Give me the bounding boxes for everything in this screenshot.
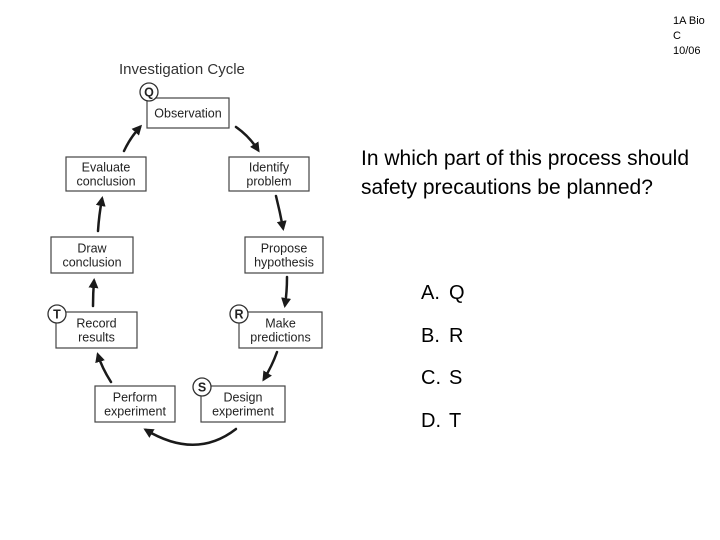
arrow-propose-to-predictions [281,275,292,308]
step-label-design-experiment-line-2: experiment [212,405,274,419]
arrow-perform-to-record [95,352,113,384]
step-box-border [55,311,138,349]
marker-s: S [192,377,212,397]
step-label-observation-line-1: Observation [154,107,221,121]
answer-options: A. Q B. R C. S D. T [421,279,465,449]
step-label-record-results-line-1: Record [76,317,116,331]
step-label-record-results-line-2: results [78,331,115,345]
arrow-predictions-to-design [262,350,279,382]
diagram-title: Investigation Cycle [119,61,245,78]
step-label-draw-conclusion-line-1: Draw [77,242,107,256]
option-b-letter: B. [421,324,440,347]
arrow-draw-to-evaluate [95,196,106,233]
step-label-identify-problem-line-1: Identify [249,161,290,175]
marker-circle [229,304,249,324]
step-box-border [65,156,147,192]
option-d-text: T [449,409,462,432]
marker-letter-t: T [53,308,61,322]
step-box-border [244,236,324,274]
step-label-make-predictions-line-2: predictions [250,331,310,345]
step-box-border [228,156,310,192]
option-b-text: R [449,324,464,347]
option-d[interactable]: D. T [421,407,465,435]
marker-t: T [47,304,67,324]
step-label-evaluate-conclusion-line-1: Evaluate [82,161,131,175]
step-box-border [146,97,230,129]
step-box-border [50,236,134,274]
marker-letter-r: R [234,308,243,322]
option-c-letter: C. [421,367,441,389]
marker-letter-s: S [198,381,206,395]
option-a-text: Q [449,282,465,304]
arrow-observation-to-identify [234,125,260,153]
option-a[interactable]: A. Q [421,279,465,307]
marker-circle [192,377,212,397]
step-label-identify-problem-line-2: problem [246,175,291,189]
arrow-record-to-draw [88,278,99,308]
step-label-propose-hypothesis-line-1: Propose [261,242,308,256]
step-label-perform-experiment-line-1: Perform [113,391,157,405]
arrow-design-to-perform [143,427,238,446]
marker-r: R [229,304,249,324]
investigation-cycle-diagram: Investigation Cycle ObservationIdentifyp… [47,61,324,446]
marker-circle [139,82,159,102]
corner-note-line-3: 10/06 [673,45,701,57]
step-box-observation: Observation [146,97,230,129]
step-box-border [94,385,176,423]
marker-letter-q: Q [144,86,154,100]
question-text: In which part of this process should saf… [361,147,690,199]
step-label-evaluate-conclusion-line-2: conclusion [76,175,135,189]
step-label-propose-hypothesis-line-2: hypothesis [254,256,314,270]
marker-circle [47,304,67,324]
step-box-border [200,385,286,423]
option-c-text: S [449,367,463,389]
arrow-identify-to-propose [274,194,287,231]
option-b[interactable]: B. R [421,322,465,350]
step-label-draw-conclusion-line-2: conclusion [62,256,121,270]
corner-note-line-1: 1A Bio [673,15,705,27]
arrow-evaluate-to-observation [122,124,143,153]
step-label-perform-experiment-line-2: experiment [104,405,166,419]
slide-corner-note: 1A Bio C 10/06 [673,14,717,59]
step-box-border [238,311,323,349]
option-a-letter: A. [421,282,440,304]
marker-q: Q [139,82,159,102]
option-c[interactable]: C. S [421,364,465,392]
step-label-make-predictions-line-1: Make [265,317,296,331]
option-d-letter: D. [421,409,441,432]
corner-note-line-2: C [673,30,681,42]
step-label-design-experiment-line-1: Design [224,391,263,405]
